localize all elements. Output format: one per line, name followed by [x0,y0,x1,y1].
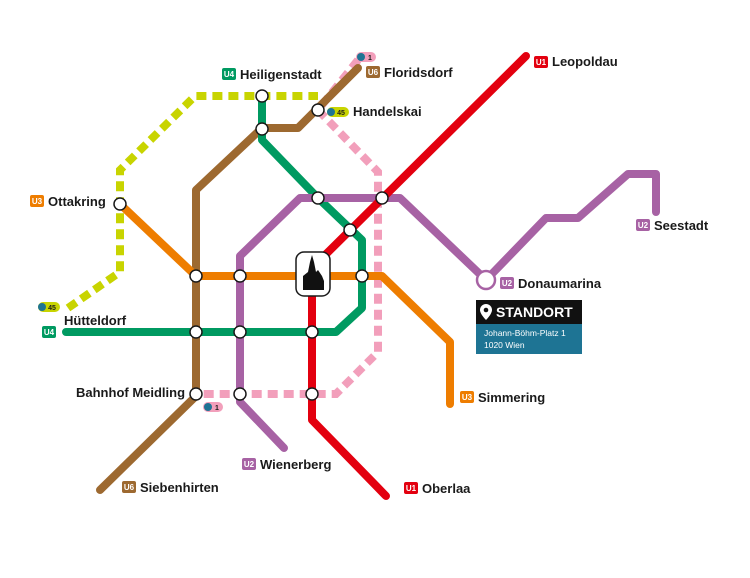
location-pin-icon [480,304,492,320]
u6-line [96,64,362,494]
label-oberlaa: Oberlaa [422,481,471,496]
standort-callout: STANDORT Johann-Böhm-Platz 1 1020 Wien [476,300,582,354]
s-bahn-icon [357,53,365,61]
u1-line [308,52,530,500]
svg-text:U4: U4 [44,328,55,337]
station-ottakring[interactable] [113,197,127,211]
station-u3-u4-transfer[interactable] [355,269,369,283]
sbahn-badge-s1-floridsdorf: 1 [356,52,376,62]
station-handelskai[interactable] [311,103,325,117]
label-ottakring: Ottakring [48,194,106,209]
label-huetteldorf: Hütteldorf [64,313,127,328]
badge-u1-leopoldau: U1 [534,56,548,68]
address-line-1: Johann-Böhm-Platz 1 [484,328,566,338]
label-floridsdorf: Floridsdorf [384,65,453,80]
badge-u2-donaumarina: U2 [500,277,514,289]
badge-u4-huetteldorf: U4 [42,326,56,338]
sbahn-badge-s45-huetteldorf: 45 [38,302,60,312]
svg-text:U6: U6 [124,483,135,492]
badge-u3-simmering: U3 [460,391,474,403]
badge-u3-ottakring: U3 [30,195,44,207]
station-markers [113,89,497,401]
u3-line [116,200,454,408]
station-schwedenplatz[interactable] [343,223,357,237]
station-u1-u4-transfer[interactable] [305,325,319,339]
station-u1-s1-transfer[interactable] [305,387,319,401]
s45-line [65,92,318,312]
svg-text:U2: U2 [502,279,513,288]
badge-u6-floridsdorf: U6 [366,66,380,78]
s-bahn-icon [204,403,212,411]
label-siebenhirten: Siebenhirten [140,480,219,495]
station-u4-u6-transfer[interactable] [255,122,269,136]
svg-text:U1: U1 [406,484,417,493]
station-u2-u4-transfer[interactable] [311,191,325,205]
badge-u1-oberlaa: U1 [404,482,418,494]
station-donaumarina[interactable] [475,269,497,291]
s-bahn-icon [38,303,46,311]
label-simmering: Simmering [478,390,545,405]
station-u4-u6-transfer-south[interactable] [189,325,203,339]
u4-line [62,92,366,336]
badge-u2-wienerberg: U2 [242,458,256,470]
station-u2-s1-transfer[interactable] [233,387,247,401]
standort-title: STANDORT [496,304,573,320]
standort-address: Johann-Böhm-Platz 1 1020 Wien [476,324,582,354]
station-praterstern[interactable] [375,191,389,205]
label-seestadt: Seestadt [654,218,709,233]
badge-u2-seestadt: U2 [636,219,650,231]
sbahn-badge-s1-meidling: 1 [203,402,223,412]
sbahn-badge-s45-handelskai: 45 [327,107,349,117]
cathedral-icon [303,255,324,290]
badge-u4-heiligenstadt: U4 [222,68,236,80]
station-u2-u3-transfer[interactable] [233,269,247,283]
label-donaumarina: Donaumarina [518,276,602,291]
station-heiligenstadt[interactable] [255,89,269,103]
svg-text:45: 45 [48,305,56,312]
label-bahnhof-meidling: Bahnhof Meidling [76,385,185,400]
svg-text:U2: U2 [244,460,255,469]
station-bahnhof-meidling[interactable] [189,387,203,401]
svg-text:U3: U3 [462,393,473,402]
stephansplatz-cathedral[interactable] [295,251,331,297]
svg-text:U6: U6 [368,68,379,77]
svg-text:U4: U4 [224,70,235,79]
svg-text:U1: U1 [536,58,547,67]
label-heiligenstadt: Heiligenstadt [240,67,322,82]
address-line-2: 1020 Wien [484,340,525,350]
badge-u6-siebenhirten: U6 [122,481,136,493]
svg-text:45: 45 [337,110,345,117]
s-bahn-icon [327,108,335,116]
svg-text:1: 1 [368,55,372,62]
standort-header: STANDORT [476,300,582,324]
label-handelskai: Handelskai [353,104,422,119]
label-wienerberg: Wienerberg [260,457,331,472]
svg-text:U3: U3 [32,197,43,206]
station-u2-u4-transfer-south[interactable] [233,325,247,339]
svg-text:1: 1 [215,405,219,412]
svg-text:U2: U2 [638,221,649,230]
station-u3-u6-transfer[interactable] [189,269,203,283]
label-leopoldau: Leopoldau [552,54,618,69]
